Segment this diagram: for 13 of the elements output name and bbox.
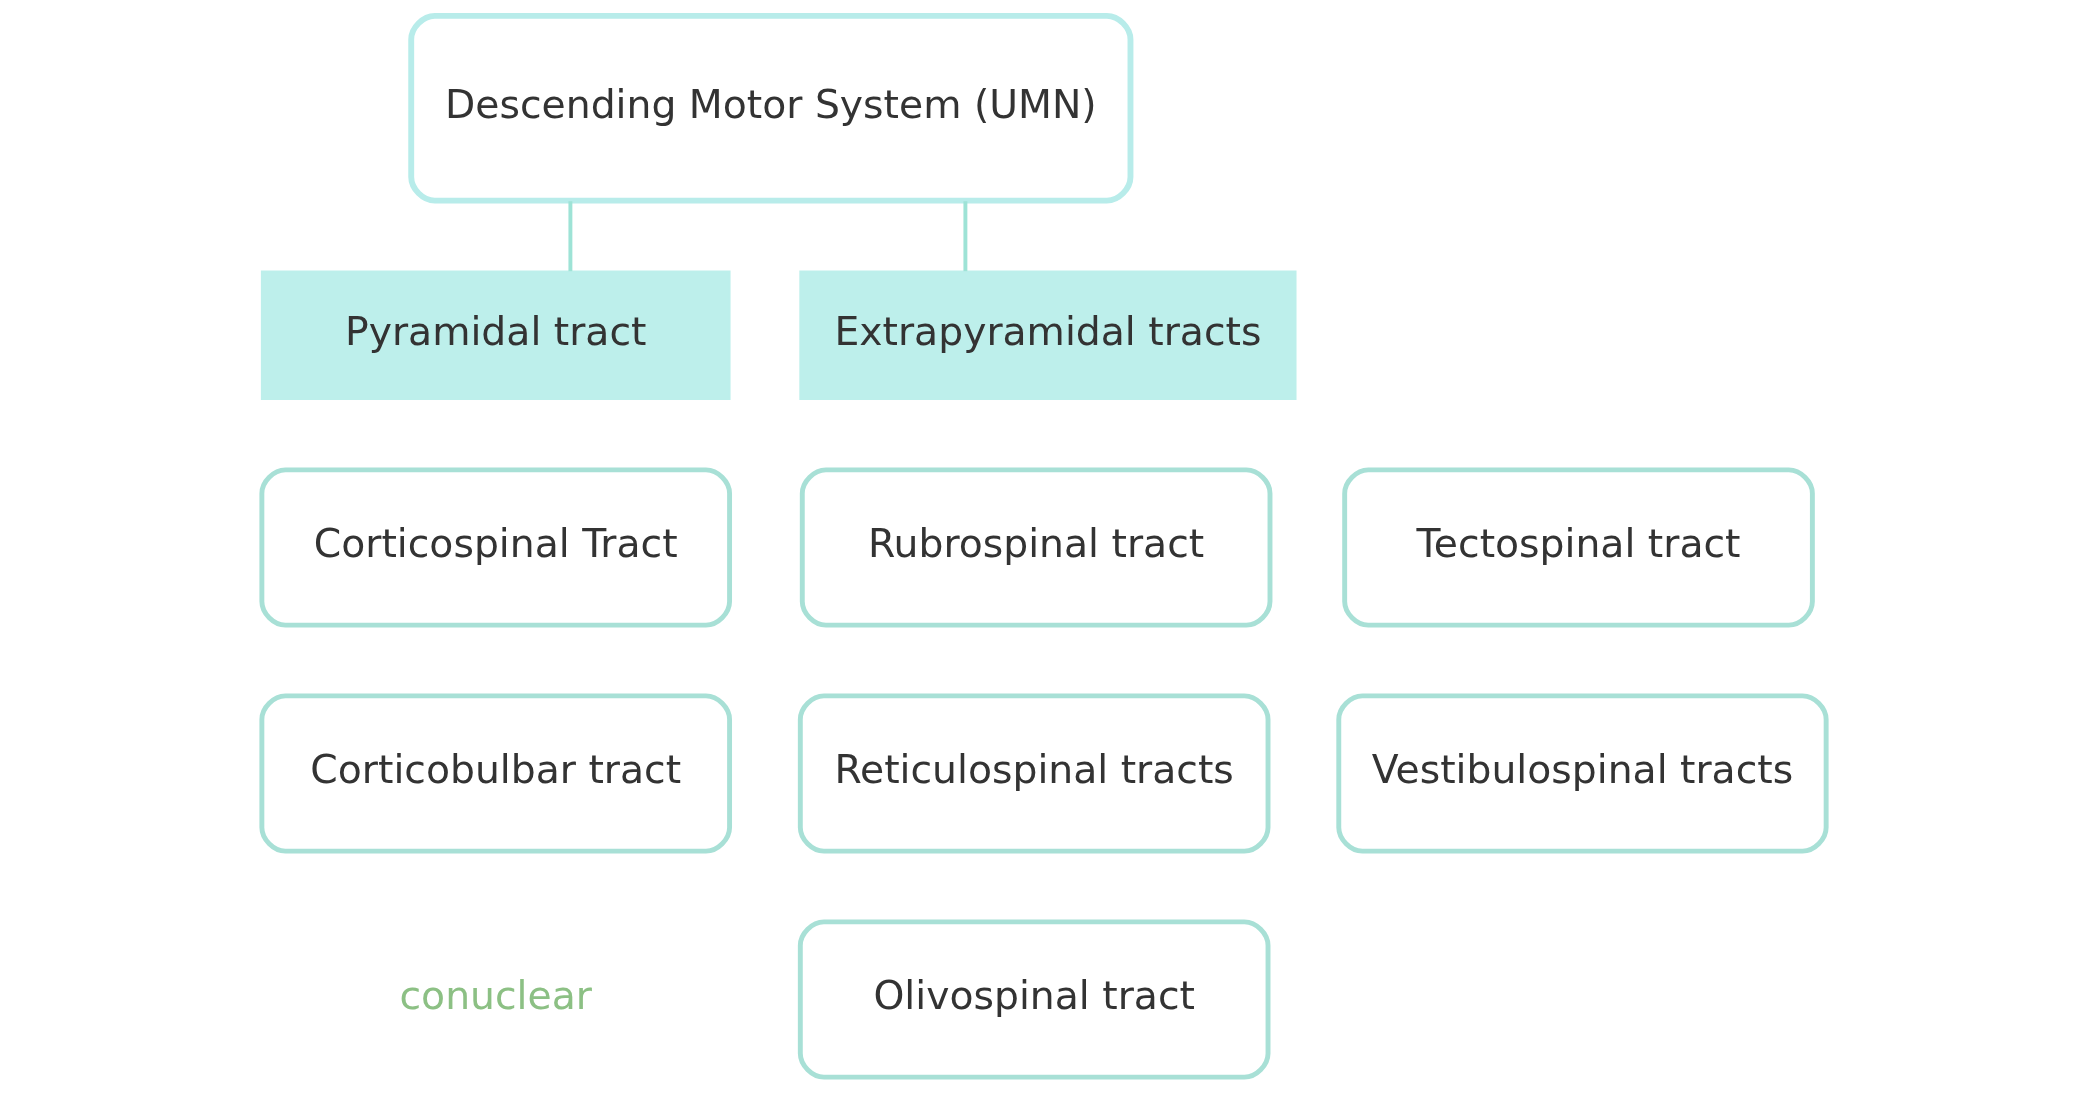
label: conuclear xyxy=(399,973,592,1019)
connector xyxy=(963,201,968,272)
node-box: Corticobulbar tract xyxy=(259,693,733,854)
node-box: Reticulospinal tracts xyxy=(797,693,1271,854)
node-box: Descending Motor System (UMN) xyxy=(408,12,1134,204)
connector xyxy=(568,201,573,272)
node-box: Corticospinal Tract xyxy=(259,467,733,628)
node-box: Vestibulospinal tracts xyxy=(1336,693,1829,854)
node-box: Pyramidal tract xyxy=(260,270,731,401)
node-box: Olivospinal tract xyxy=(797,919,1271,1080)
node-box: Tectospinal tract xyxy=(1342,467,1815,628)
node-box: Rubrospinal tract xyxy=(799,467,1273,628)
node-box: Extrapyramidal tracts xyxy=(799,270,1297,401)
